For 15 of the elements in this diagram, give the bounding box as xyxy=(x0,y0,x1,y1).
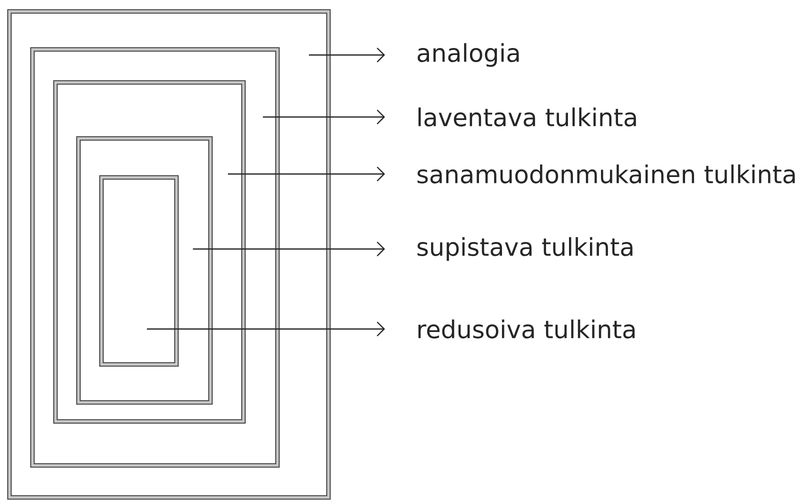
label-text: redusoiva tulkinta xyxy=(418,320,635,338)
nested-frame xyxy=(76,136,213,405)
arrow xyxy=(308,48,385,62)
arrow xyxy=(192,242,385,256)
arrow xyxy=(228,166,385,182)
nested-frame xyxy=(30,47,280,468)
nested-frame xyxy=(53,80,246,424)
label-text: analogia xyxy=(418,43,519,67)
label-text: supistava tulkinta xyxy=(418,237,632,261)
arrow xyxy=(146,322,385,336)
label-text: sanamuodonmukainen tulkinta xyxy=(418,164,795,184)
arrow xyxy=(262,110,385,124)
label-text: laventava tulkinta xyxy=(418,108,636,126)
nested-frame xyxy=(99,175,179,367)
nested-frame xyxy=(7,9,331,500)
